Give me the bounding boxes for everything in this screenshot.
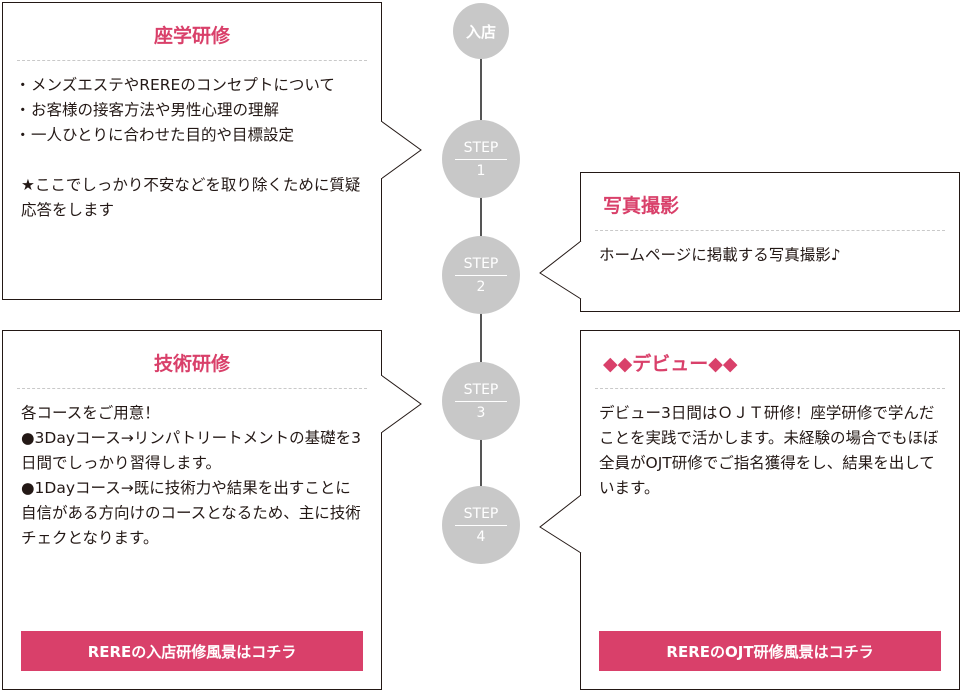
ojt-scene-link-button[interactable]: REREのOJT研修風景はコチラ [599,631,941,671]
step-word: STEP [455,506,507,526]
photo-pointer [539,240,582,300]
step-number: 1 [476,162,486,179]
training-scene-link-button[interactable]: REREの入店研修風景はコチラ [21,631,363,671]
debut-title: ◆◆デビュー◆◆ [595,331,945,389]
list-item: 一人ひとりに合わせた目的や目標設定 [15,123,365,148]
list-item: お客様の接客方法や男性心理の理解 [15,98,365,123]
classroom-training-box: 座学研修 メンズエステやREREのコンセプトについて お客様の接客方法や男性心理… [2,2,382,300]
debut-box: ◆◆デビュー◆◆ デビュー3日間はＯＪＴ研修！座学研修で学んだことを実践で活かし… [580,330,960,690]
step-node-3: STEP 3 [442,362,520,440]
step-node-2: STEP 2 [442,236,520,314]
step-number: 2 [476,278,486,295]
step-number: 3 [476,404,486,421]
debut-body: デビュー3日間はＯＪＴ研修！座学研修で学んだことを実践で活かします。未経験の場合… [599,404,939,497]
technique-body: 各コースをご用意！ ●3Dayコース→リンパトリートメントの基礎を3日間でしっか… [21,404,362,547]
start-node: 入店 [453,3,509,59]
step-word: STEP [455,382,507,402]
classroom-pointer [381,120,422,180]
debut-pointer [539,494,582,554]
classroom-body: メンズエステやREREのコンセプトについて お客様の接客方法や男性心理の理解 一… [3,61,381,223]
technique-training-box: 技術研修 各コースをご用意！ ●3Dayコース→リンパトリートメントの基礎を3日… [2,330,382,690]
classroom-title: 座学研修 [17,3,367,61]
classroom-list: メンズエステやREREのコンセプトについて お客様の接客方法や男性心理の理解 一… [15,73,365,148]
start-label: 入店 [465,22,496,41]
step-node-4: STEP 4 [442,486,520,564]
technique-pointer [381,374,422,434]
photo-shoot-box: 写真撮影 ホームページに掲載する写真撮影♪ [580,172,960,312]
step-number: 4 [476,528,486,545]
classroom-note: ★ここでしっかり不安などを取り除くために質疑応答をします [21,176,361,219]
step-word: STEP [455,256,507,276]
step-word: STEP [455,140,507,160]
technique-title: 技術研修 [17,331,367,389]
photo-body: ホームページに掲載する写真撮影♪ [599,246,841,264]
step-node-1: STEP 1 [442,120,520,198]
list-item: メンズエステやREREのコンセプトについて [15,73,365,98]
photo-title: 写真撮影 [595,173,945,231]
